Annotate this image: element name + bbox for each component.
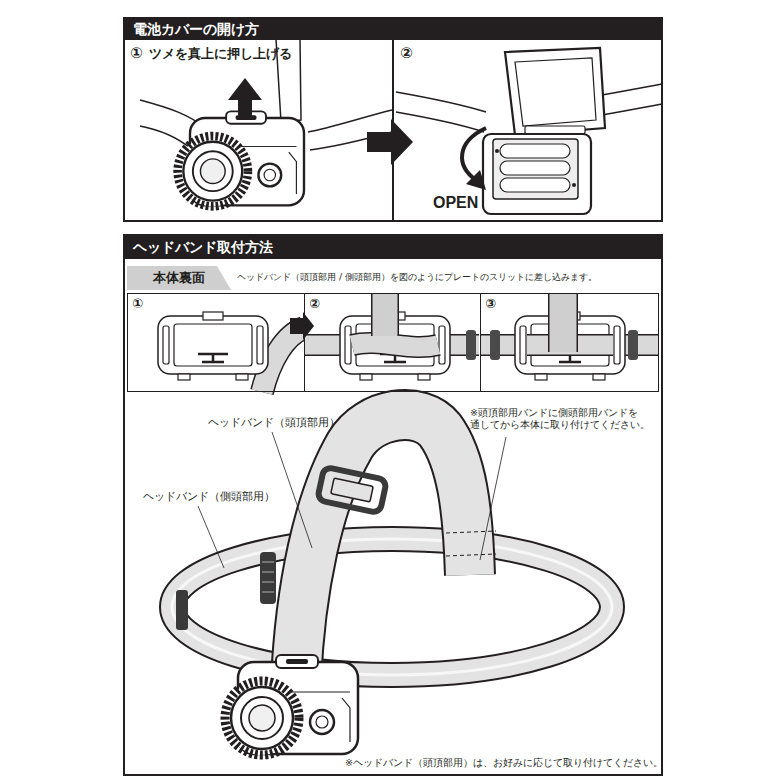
panel2-straps	[596, 84, 662, 96]
step2-illustration	[373, 294, 398, 336]
headlamp-main	[225, 655, 358, 755]
step-panel: ① ツメを真上に押し上げる	[123, 38, 393, 222]
step-box: ①	[127, 293, 305, 392]
band-buckle	[331, 478, 373, 502]
step1-illustration	[158, 312, 268, 380]
battery-compartment	[572, 183, 576, 187]
panel2-straps	[396, 92, 486, 112]
battery-compartment	[493, 139, 578, 199]
note-text: ※頭頂部用バンドに側頭部用バンドを 通してから本体に取り付けてください。	[470, 407, 646, 432]
side-headband	[172, 539, 612, 675]
part-label: ヘッドバンド（頭頂部用）	[208, 416, 340, 430]
step-box: ②	[304, 293, 481, 392]
top-headband	[296, 415, 470, 682]
side-headband	[172, 539, 612, 675]
step-number: ①	[130, 44, 143, 64]
step3-illustration	[481, 294, 658, 380]
side-buckle	[260, 552, 276, 604]
panel2-straps	[396, 112, 484, 132]
step2-illustration	[352, 343, 438, 347]
part-label: ヘッドバンド（側頭部用）	[143, 490, 275, 504]
top-headband	[296, 415, 470, 682]
step-number: ②	[309, 296, 320, 313]
open-arrow	[462, 128, 486, 180]
step2-illustration	[352, 343, 438, 347]
top-headband	[446, 554, 496, 556]
step3-illustration	[548, 294, 578, 352]
step-box: ③	[480, 293, 659, 392]
instruction-text: ヘッドバンド（頭頂部用 / 側頭部用）を図のようにプレートのスリットに差し込みま…	[237, 271, 597, 283]
battery-compartment	[500, 144, 570, 158]
step2-illustration	[290, 294, 479, 380]
side-buckle	[176, 590, 188, 630]
step2-illustration	[371, 294, 399, 336]
battery-compartment	[500, 178, 570, 192]
side-headband	[172, 539, 612, 675]
opened-battery-cover	[505, 48, 605, 135]
step2-illustration	[305, 334, 479, 356]
band-buckle	[317, 467, 387, 514]
tab-label: 本体裏面	[127, 266, 231, 290]
headlamp-front	[178, 111, 304, 206]
step-number: ③	[485, 296, 496, 313]
top-headband	[446, 531, 496, 533]
step1-illustration	[158, 312, 304, 392]
panel1-straps	[308, 110, 392, 132]
section-heading: 電池カバーの開け方	[125, 19, 661, 40]
step2-illustration	[305, 336, 479, 355]
step2-illustration	[466, 330, 476, 360]
step3-illustration	[628, 330, 638, 360]
section-box: 電池カバーの開け方 ① ツメを真上に押し上げる ②	[123, 17, 663, 222]
band-buckle	[317, 467, 387, 514]
opened-battery-cover	[525, 126, 585, 134]
tab-shape	[127, 266, 231, 290]
step-number: ①	[132, 296, 143, 313]
leader-lines	[480, 437, 506, 560]
battery-compartment	[500, 161, 570, 175]
section-box: ヘッドバンド取付方法本体裏面 ① ② ③	[123, 234, 663, 776]
battery-compartment	[495, 149, 499, 153]
section-tab: 本体裏面	[127, 266, 231, 290]
push-up-arrow	[228, 78, 262, 120]
side-buckle	[262, 562, 274, 592]
step3-illustration	[550, 294, 577, 352]
note-text: ※ヘッドバンド（頭頂部用）は、お好みに応じて取り付けてください。	[345, 757, 663, 769]
step3-illustration	[490, 330, 500, 360]
leader-lines	[272, 432, 312, 548]
battery-compartment	[483, 134, 591, 214]
panel2-straps	[596, 104, 662, 116]
flow-arrow	[367, 119, 413, 165]
side-headband	[172, 539, 612, 675]
step-number: ②	[400, 44, 413, 64]
battery-compartment	[483, 134, 591, 214]
opened-battery-cover	[515, 58, 596, 126]
side-buckle	[176, 552, 276, 630]
step2-illustration	[290, 312, 314, 340]
step-instruction: ツメを真上に押し上げる	[149, 46, 292, 63]
open-label: OPEN	[433, 193, 478, 214]
panel1-straps	[310, 132, 392, 150]
opened-battery-cover	[505, 48, 605, 135]
open-arrow	[466, 170, 486, 190]
top-headband	[296, 415, 496, 682]
section-heading: ヘッドバンド取付方法	[125, 236, 661, 259]
open-arrow	[462, 128, 486, 190]
panel1-straps	[140, 126, 190, 148]
leader-lines	[198, 506, 224, 568]
